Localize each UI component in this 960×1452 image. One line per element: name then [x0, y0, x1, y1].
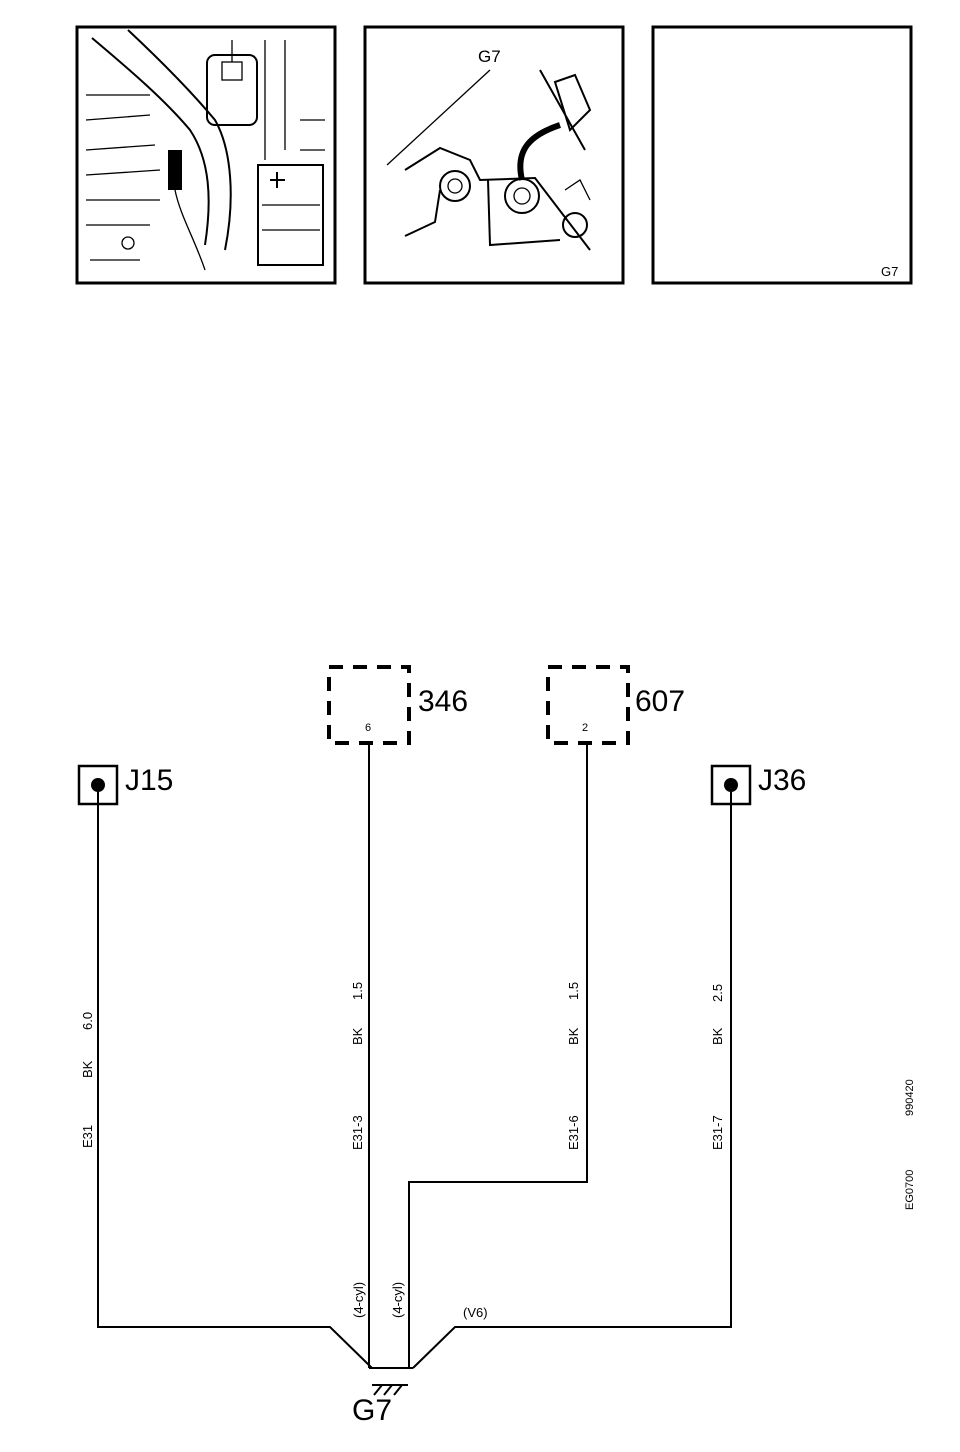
- wire-e31-6: [408, 743, 588, 1368]
- splice-j15: J15: [77, 764, 173, 806]
- variant-label-v6: (V6): [463, 1305, 488, 1320]
- wire-e31-6-color: BK: [566, 1027, 581, 1045]
- doc-code: EG0700: [904, 1170, 916, 1210]
- wire-e31: [97, 792, 373, 1369]
- wire-e31-gauge: 6.0: [80, 1012, 95, 1030]
- wire-e31-7-gauge: 2.5: [710, 984, 725, 1002]
- variant-label-4cyl: (4-cyl): [351, 1282, 366, 1318]
- wire-e31-7: [412, 792, 732, 1369]
- wire-e31-3-labels: E31-3 BK 1.5: [350, 982, 365, 1150]
- photo-panel-empty: G7: [651, 25, 913, 285]
- splice-j15-label: J15: [125, 764, 173, 797]
- wire-e31-6-gauge: 1.5: [566, 982, 581, 1000]
- wire-e31-3-gauge: 1.5: [350, 982, 365, 1000]
- wire-e31-7-labels: E31-7 BK 2.5: [710, 984, 725, 1150]
- component-607-pin: 2: [582, 722, 588, 734]
- photo-label-g7: G7: [478, 47, 501, 66]
- component-607: 607 2: [546, 665, 685, 745]
- wire-e31-7-circuit: E31-7: [710, 1115, 725, 1150]
- photo-panel-ground-point: G7: [363, 25, 625, 285]
- ground-g7: G7: [352, 1384, 408, 1427]
- wire-e31-color: BK: [80, 1060, 95, 1078]
- date-code: 990420: [904, 1079, 916, 1116]
- splice-j36: J36: [710, 764, 806, 806]
- wire-e31-3-circuit: E31-3: [350, 1115, 365, 1150]
- component-346-pin: 6: [365, 722, 371, 734]
- photo-label-g7: G7: [881, 264, 898, 279]
- component-346: 346 6: [327, 665, 468, 745]
- wire-e31-7-color: BK: [710, 1027, 725, 1045]
- ground-g7-label: G7: [352, 1394, 392, 1427]
- component-346-id: 346: [418, 685, 468, 718]
- wire-e31-6-circuit: E31-6: [566, 1115, 581, 1150]
- component-607-id: 607: [635, 685, 685, 718]
- wire-e31-6-labels: E31-6 BK 1.5: [566, 982, 581, 1150]
- wire-e31-3-color: BK: [350, 1027, 365, 1045]
- wire-e31-circuit: E31: [80, 1125, 95, 1148]
- photo-panel-engine-bay: [75, 25, 337, 285]
- wire-e31-labels: E31 BK 6.0: [80, 1012, 95, 1148]
- splice-j36-label: J36: [758, 764, 806, 797]
- variant-label-4cyl: (4-cyl): [390, 1282, 405, 1318]
